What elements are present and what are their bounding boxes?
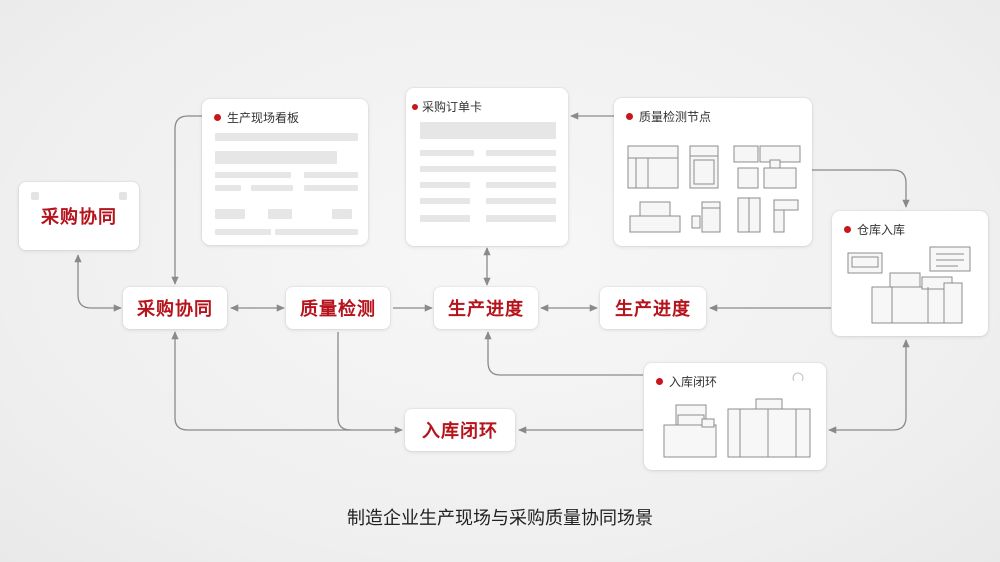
node-label: 采购协同 — [137, 299, 213, 320]
card-title-text: 质量检测节点 — [639, 110, 712, 124]
card-warehouse-loop[interactable]: 入库闭环 — [644, 363, 826, 470]
node-warehouse-loop[interactable]: 入库闭环 — [405, 409, 515, 451]
placeholder-bar — [215, 172, 291, 178]
placeholder-bar — [251, 185, 293, 191]
corner-mark-right — [119, 192, 127, 200]
equipment-line-drawings-icon — [627, 145, 801, 233]
card-title-text: 仓库入库 — [857, 223, 906, 237]
card-quality-inspection[interactable]: 质量检测节点 — [614, 98, 812, 246]
card-title: 仓库入库 — [844, 221, 905, 238]
node-production-progress-center[interactable]: 生产进度 — [434, 287, 538, 329]
card-title: 质量检测节点 — [626, 108, 711, 125]
placeholder-bar — [215, 133, 358, 141]
placeholder-bar — [332, 209, 352, 219]
placeholder-bar — [215, 151, 337, 164]
placeholder-bar — [486, 198, 556, 204]
node-procurement-top[interactable]: 采购协同 — [19, 182, 139, 250]
status-dot-icon — [626, 113, 633, 120]
placeholder-bar — [420, 150, 474, 156]
card-warehouse-inbound[interactable]: 仓库入库 — [832, 211, 988, 336]
placeholder-bar — [420, 166, 556, 172]
placeholder-bar — [215, 209, 245, 219]
placeholder-bar — [304, 172, 358, 178]
node-label: 生产进度 — [448, 299, 524, 320]
placeholder-bar — [486, 215, 556, 222]
card-purchase-order[interactable]: 采购订单卡 — [406, 88, 568, 246]
card-title-text: 生产现场看板 — [227, 111, 300, 125]
placeholder-bar — [420, 122, 556, 139]
arrow-loop-warehouse — [828, 339, 910, 434]
status-dot-icon — [214, 114, 221, 121]
node-label: 入库闭环 — [422, 421, 498, 442]
arrow-procurement-loop — [171, 331, 403, 434]
arrow-loop-progress — [484, 331, 643, 376]
card-title-text: 入库闭环 — [669, 375, 718, 389]
placeholder-bar — [304, 185, 358, 191]
placeholder-bar — [215, 229, 271, 235]
corner-mark-left — [31, 192, 39, 200]
placeholder-bar — [420, 198, 470, 204]
diagram-caption: 制造企业生产现场与采购质量协同场景 — [347, 508, 653, 529]
placeholder-bar — [486, 182, 556, 188]
placeholder-bar — [215, 185, 241, 191]
placeholder-bar — [486, 150, 556, 156]
arrow-left-node-procurement — [74, 254, 122, 312]
warehouse-equipment-icon — [847, 246, 971, 324]
arrow-quality-loop — [337, 332, 352, 431]
card-production-board[interactable]: 生产现场看板 — [202, 99, 368, 245]
placeholder-bar — [275, 229, 358, 235]
status-dot-icon — [656, 378, 663, 385]
node-procurement[interactable]: 采购协同 — [123, 287, 227, 329]
card-title: 入库闭环 — [656, 373, 717, 390]
node-label: 生产进度 — [615, 299, 691, 320]
card-title: 采购订单卡 — [412, 98, 482, 115]
card-title: 生产现场看板 — [214, 109, 299, 126]
placeholder-bar — [420, 182, 470, 188]
arrow-inspection-warehouse — [812, 169, 910, 208]
status-dot-icon — [412, 103, 418, 110]
node-production-progress-right[interactable]: 生产进度 — [600, 287, 706, 329]
status-dot-icon — [844, 226, 851, 233]
loop-equipment-icon — [663, 372, 811, 458]
card-title-text: 采购订单卡 — [422, 100, 483, 114]
node-quality-inspection[interactable]: 质量检测 — [286, 287, 390, 329]
placeholder-bar — [268, 209, 292, 219]
placeholder-bar — [420, 215, 470, 222]
node-label: 质量检测 — [300, 299, 376, 320]
arrow-board-procurement — [171, 115, 202, 285]
node-label: 采购协同 — [41, 207, 117, 228]
